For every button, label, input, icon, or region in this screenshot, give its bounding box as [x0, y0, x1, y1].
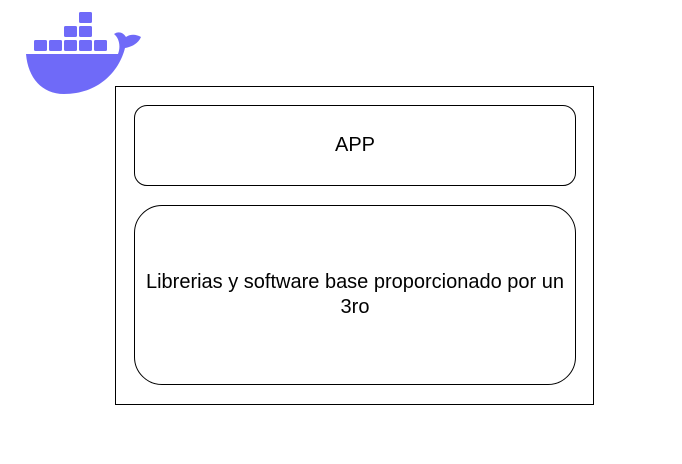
- libraries-layer-box: Librerias y software base proporcionado …: [134, 205, 576, 385]
- app-layer-label: APP: [334, 134, 376, 156]
- libraries-layer-label: Librerias y software base proporcionado …: [145, 271, 565, 318]
- app-layer-box: APP: [134, 105, 576, 186]
- docker-whale-icon: [26, 12, 141, 94]
